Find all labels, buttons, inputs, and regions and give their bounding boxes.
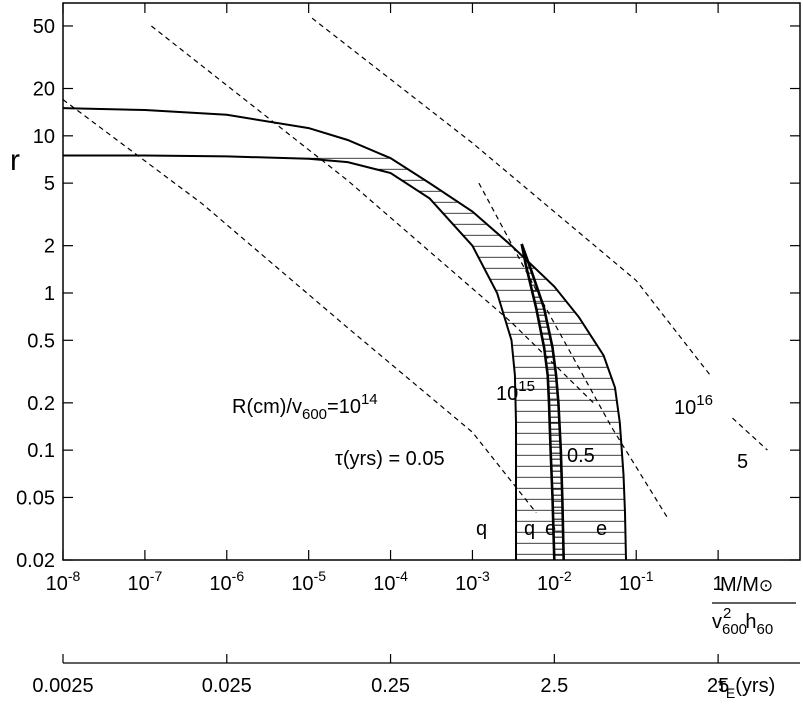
series-8-dashed-line xyxy=(732,417,768,451)
annotation-tau-005: τ(yrs) = 0.05 xyxy=(335,448,445,470)
y-axis-label: r xyxy=(10,144,20,177)
annotation-tau-05: 0.5 xyxy=(567,445,595,467)
annotation-radius-1e16: 1016 xyxy=(674,392,713,419)
y-tick-label-4: 2 xyxy=(44,236,55,258)
x-tick-label-2: 10-6 xyxy=(209,568,244,595)
annotation-q2: q xyxy=(524,518,535,540)
secondary-tick-label-1: 0.025 xyxy=(202,675,252,697)
annotations: R(cm)/v600=1014 1015 1016 τ(yrs) = 0.05 … xyxy=(232,378,748,540)
y-tick-label-6: 0.5 xyxy=(27,330,55,352)
series-1-solid-line xyxy=(63,154,517,560)
series-layer xyxy=(62,17,768,561)
x-tick-label-5: 10-3 xyxy=(455,568,490,595)
series-6-dashed-line xyxy=(478,182,670,521)
y-tick-label-2: 10 xyxy=(33,126,55,148)
annotation-radius-1e15: 1015 xyxy=(496,378,535,405)
x-tick-label-3: 10-5 xyxy=(291,568,326,595)
annotation-e2: e xyxy=(596,518,607,540)
y-tick-label-3: 5 xyxy=(44,173,55,195)
series-5-dashed-line xyxy=(151,25,594,404)
x-tick-label-6: 10-2 xyxy=(537,568,572,595)
y-tick-label-10: 0.02 xyxy=(16,550,55,572)
x-tick-label-1: 10-7 xyxy=(128,568,163,595)
secondary-tick-label-0: 0.0025 xyxy=(32,675,93,697)
y-tick-label-7: 0.2 xyxy=(27,393,55,415)
y-tick-label-9: 0.05 xyxy=(16,487,55,509)
hatch-layer xyxy=(292,157,626,556)
y-tick-label-0: 50 xyxy=(33,16,55,38)
x-label-numerator: M/M⊙ xyxy=(720,574,773,596)
plot-frame xyxy=(62,2,801,561)
y-axis: 50 20 10 5 2 1 0.5 0.2 0.1 0.05 0.02 xyxy=(16,16,800,572)
series-4-dashed-line xyxy=(62,99,537,514)
annotation-q1: q xyxy=(476,518,487,540)
secondary-tick-label-3: 2.5 xyxy=(540,675,568,697)
x-tick-label-8: 1 xyxy=(713,573,724,595)
secondary-tick-label-4: 25 xyxy=(707,675,729,697)
series-7-dashed-line xyxy=(311,17,711,376)
y-tick-label-5: 1 xyxy=(44,283,55,305)
x-axis: 10-8 10-7 10-6 10-5 10-4 10-3 10-2 10-1 1 xyxy=(46,3,724,595)
series-2-solid-line xyxy=(520,243,556,561)
annotation-tau-5: 5 xyxy=(737,451,748,473)
series-0-solid-line xyxy=(62,107,627,561)
annotation-radius-1e14: R(cm)/v600=1014 xyxy=(232,391,378,423)
x-tick-label-4: 10-4 xyxy=(373,568,408,595)
annotation-e1: e xyxy=(545,518,556,540)
y-tick-label-1: 20 xyxy=(33,79,55,101)
x-tick-label-7: 10-1 xyxy=(619,568,654,595)
y-tick-label-8: 0.1 xyxy=(27,440,55,462)
secondary-axis-label: τE(yrs) xyxy=(718,675,775,701)
x-tick-label-0: 10-8 xyxy=(46,568,81,595)
secondary-tick-label-2: 0.25 xyxy=(371,675,410,697)
series-3-solid-line xyxy=(520,243,565,561)
